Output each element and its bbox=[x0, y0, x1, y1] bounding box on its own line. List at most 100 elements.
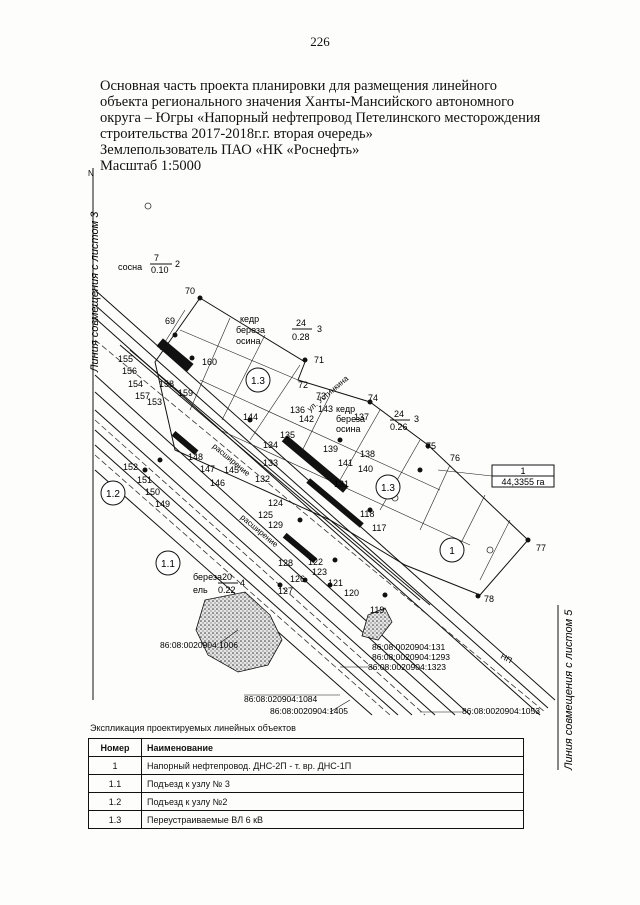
point-number: 140 bbox=[358, 464, 373, 474]
point-number: 75 bbox=[426, 441, 436, 451]
right-side-label: Линия совмещения с листом 5 bbox=[563, 609, 575, 771]
tree-count-den: 0.22 bbox=[218, 585, 236, 595]
point-number: 148 bbox=[188, 452, 203, 462]
hatched-area-small bbox=[361, 607, 393, 641]
point-numbers: 69 70 71 72 73 74 75 76 77 78 117 118 11… bbox=[118, 286, 546, 615]
point-number: 150 bbox=[145, 487, 160, 497]
table-header-row: Номер Наименование bbox=[88, 738, 524, 757]
point-number: 144 bbox=[243, 412, 258, 422]
cadastral-number: 86:08:0020904:1405 bbox=[270, 706, 348, 716]
area-polygon bbox=[154, 297, 529, 596]
point-number: 118 bbox=[360, 509, 374, 519]
zone-label: 1.3 bbox=[381, 483, 395, 494]
zone-label: 1.3 bbox=[251, 376, 265, 387]
tree-species: сосна bbox=[118, 262, 142, 272]
point-number: 119 bbox=[370, 605, 384, 615]
point-markers bbox=[142, 295, 531, 599]
point-number: 139 bbox=[323, 444, 338, 454]
point-number: 117 bbox=[372, 523, 386, 533]
explication-table: Номер Наименование 1 Напорный нефтепрово… bbox=[88, 738, 524, 829]
row-number: 1.1 bbox=[88, 774, 142, 793]
point-number: 128 bbox=[278, 558, 293, 568]
point-number: 160 bbox=[202, 357, 217, 367]
corridor-dashed-lines bbox=[94, 339, 546, 716]
point-number: 71 bbox=[314, 355, 324, 365]
point-number: 154 bbox=[128, 379, 143, 389]
tree-species: осина bbox=[336, 424, 361, 434]
point-number: 123 bbox=[312, 567, 327, 577]
point-number: 122 bbox=[308, 557, 323, 567]
point-number: 138 bbox=[360, 449, 375, 459]
point-number: 70 bbox=[185, 286, 195, 296]
cadastral-number: 86:08:0020904:131 bbox=[372, 642, 446, 652]
tree-species: ель bbox=[193, 585, 208, 595]
cadastral-leaders bbox=[219, 629, 462, 713]
point-number: 127 bbox=[278, 586, 293, 596]
document-heading: Основная часть проекта планировки для ра… bbox=[100, 78, 570, 174]
left-side-label: Линия совмещения с листом 3 bbox=[89, 211, 101, 373]
cadastral-number: 86:08:0020904:1006 bbox=[160, 640, 238, 650]
row-name: Подъезд к узлу №2 bbox=[141, 792, 524, 811]
point-number: 151 bbox=[137, 475, 152, 485]
point-number: 152 bbox=[123, 462, 138, 472]
point-number: 149 bbox=[155, 499, 170, 509]
point-number: 141 bbox=[338, 458, 353, 468]
row-number: 1.2 bbox=[88, 792, 142, 811]
tree-count-den: 0.28 bbox=[292, 332, 310, 342]
area-box: 1 44,3355 га bbox=[437, 464, 555, 488]
row-name: Напорный нефтепровод. ДНС-2П - т. вр. ДН… bbox=[141, 756, 524, 775]
point-number: 157 bbox=[135, 391, 150, 401]
heading-line: объекта регионального значения Ханты-Ман… bbox=[100, 94, 514, 110]
point-number: 69 bbox=[165, 316, 175, 326]
point-number: 131 bbox=[334, 479, 349, 489]
cadastral-labels: 86:08:0020904:1006 86:08:0020904:131 86:… bbox=[160, 640, 540, 716]
point-number: 126 bbox=[290, 574, 305, 584]
corridor-lines bbox=[94, 289, 556, 716]
tree-count-den: 0.26 bbox=[390, 422, 408, 432]
tree-count-num: 24 bbox=[296, 318, 306, 328]
road-label: НП bbox=[499, 652, 514, 665]
tree-species: береза bbox=[336, 414, 365, 424]
dense-nodes bbox=[156, 338, 364, 564]
tree-species: береза bbox=[193, 572, 222, 582]
table-row: 1 Напорный нефтепровод. ДНС-2П - т. вр. … bbox=[88, 756, 524, 775]
cadastral-number: 86:08:0020904:1293 bbox=[372, 652, 450, 662]
tree-labels: сосна 7 0.10 2 кедр береза осина 24 0.28… bbox=[118, 253, 419, 595]
point-number: 136 bbox=[290, 405, 305, 415]
point-number: 137 bbox=[354, 412, 369, 422]
tree-count: 4 bbox=[240, 578, 245, 588]
explication-caption: Экспликация проектируемых линейных объек… bbox=[90, 723, 296, 733]
north-arrow: N bbox=[88, 168, 94, 700]
tree-count-num: 24 bbox=[394, 409, 404, 419]
point-number: 147 bbox=[200, 464, 215, 474]
point-number: 133 bbox=[263, 458, 278, 468]
point-number: 146 bbox=[210, 478, 225, 488]
point-number: 74 bbox=[368, 393, 378, 403]
area-number: 1 bbox=[520, 466, 525, 476]
zone-label: 1.2 bbox=[106, 489, 120, 500]
heading-line: Основная часть проекта планировки для ра… bbox=[100, 78, 497, 94]
point-number: 142 bbox=[299, 414, 314, 424]
point-number: 72 bbox=[298, 380, 308, 390]
row-number: 1 bbox=[88, 756, 142, 775]
point-number: 156 bbox=[122, 366, 137, 376]
point-number: 125 bbox=[258, 510, 273, 520]
tree-count: 2 bbox=[175, 259, 180, 269]
zone-markers: 1.3 1.2 1.3 1.1 1 bbox=[100, 367, 465, 576]
row-name: Подъезд к узлу № 3 bbox=[141, 774, 524, 793]
north-label: N bbox=[88, 169, 94, 178]
tree-species: осина bbox=[236, 336, 261, 346]
tree-count: 3 bbox=[317, 324, 322, 334]
point-number: 121 bbox=[328, 578, 343, 588]
point-number: 78 bbox=[484, 594, 494, 604]
page-number: 226 bbox=[310, 34, 330, 49]
tree-count-num: 20 bbox=[222, 572, 232, 582]
zone-label: 1.1 bbox=[161, 559, 175, 570]
area-value: 44,3355 га bbox=[501, 477, 544, 487]
point-number: 158 bbox=[159, 379, 174, 389]
row-name: Переустраиваемые ВЛ 6 кВ bbox=[141, 810, 524, 829]
cadastral-number: 86:08:0020904:1053 bbox=[462, 706, 540, 716]
cadastral-number: 86:08:0020904:1323 bbox=[368, 662, 446, 672]
